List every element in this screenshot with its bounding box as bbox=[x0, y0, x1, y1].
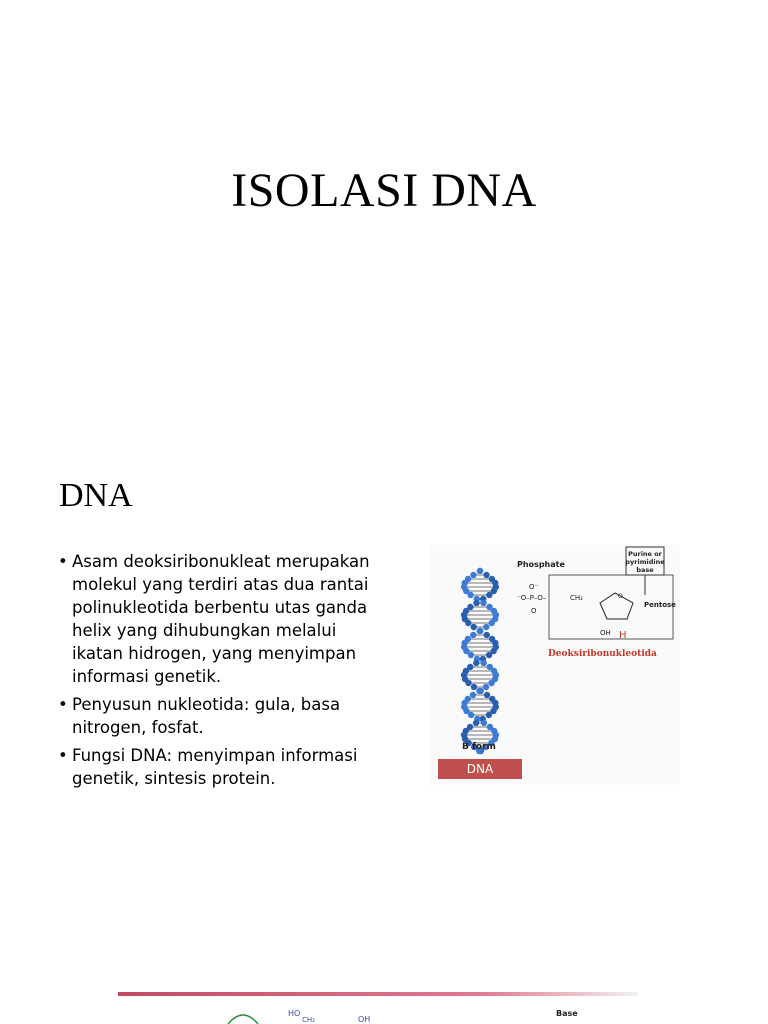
bullet-item: Penyusun nukleotida: gula, basa nitrogen… bbox=[58, 693, 378, 739]
oh-label: OH bbox=[600, 629, 611, 637]
bullet-item: Fungsi DNA: menyimpan informasi genetik,… bbox=[58, 744, 378, 790]
bullet-item: Asam deoksiribonukleat merupakan molekul… bbox=[58, 550, 378, 688]
slide-heading: DNA bbox=[59, 477, 133, 514]
base-label-line1: Purine or bbox=[628, 550, 663, 558]
chem-label: HO bbox=[288, 1009, 300, 1018]
svg-text:⁻O–P–O–: ⁻O–P–O– bbox=[517, 594, 547, 602]
slide-title: ISOLASI DNA bbox=[231, 164, 537, 217]
nucleotide-diagram: Phosphate Purine or pyrimidine base O⁻ ⁻… bbox=[517, 546, 676, 641]
dna-figure: B form DNA Phosphate Purine or pyrimidin… bbox=[430, 545, 680, 785]
phosphate-label: Phosphate bbox=[517, 560, 565, 569]
svg-text:O: O bbox=[618, 593, 623, 600]
chem-label: Base bbox=[556, 1009, 578, 1018]
title-slide: ISOLASI DNA bbox=[0, 0, 768, 460]
nucleotide-box bbox=[548, 574, 674, 640]
base-label-line2: pyrimidine bbox=[625, 558, 665, 566]
dna-helix-image bbox=[460, 567, 500, 755]
base-label-line3: base bbox=[636, 566, 654, 574]
bullet-list: Asam deoksiribonukleat merupakan molekul… bbox=[58, 550, 378, 795]
chem-label: OH bbox=[358, 1015, 370, 1024]
reaction-arrow-icon bbox=[227, 1014, 259, 1024]
chemistry-diagram: HO CH₂ OH Base bbox=[227, 1009, 578, 1024]
chem-label: CH₂ bbox=[302, 1016, 315, 1024]
next-slide-preview: HO CH₂ OH Base bbox=[118, 992, 638, 1024]
pentose-label: Pentose bbox=[644, 601, 676, 609]
helix-caption: B form bbox=[462, 742, 496, 752]
pentose-ring bbox=[599, 592, 634, 620]
slide-accent-bar bbox=[118, 992, 638, 996]
h-label: H bbox=[619, 630, 627, 641]
dna-label-box: DNA bbox=[438, 759, 522, 779]
svg-text:O: O bbox=[531, 607, 537, 615]
nucleotide-caption: Deoksiribonukleotida bbox=[548, 649, 657, 659]
dna-slide: DNA Asam deoksiribonukleat merupakan mol… bbox=[0, 460, 768, 980]
svg-text:O⁻: O⁻ bbox=[529, 583, 539, 591]
ch2-label: CH₂ bbox=[570, 594, 583, 602]
